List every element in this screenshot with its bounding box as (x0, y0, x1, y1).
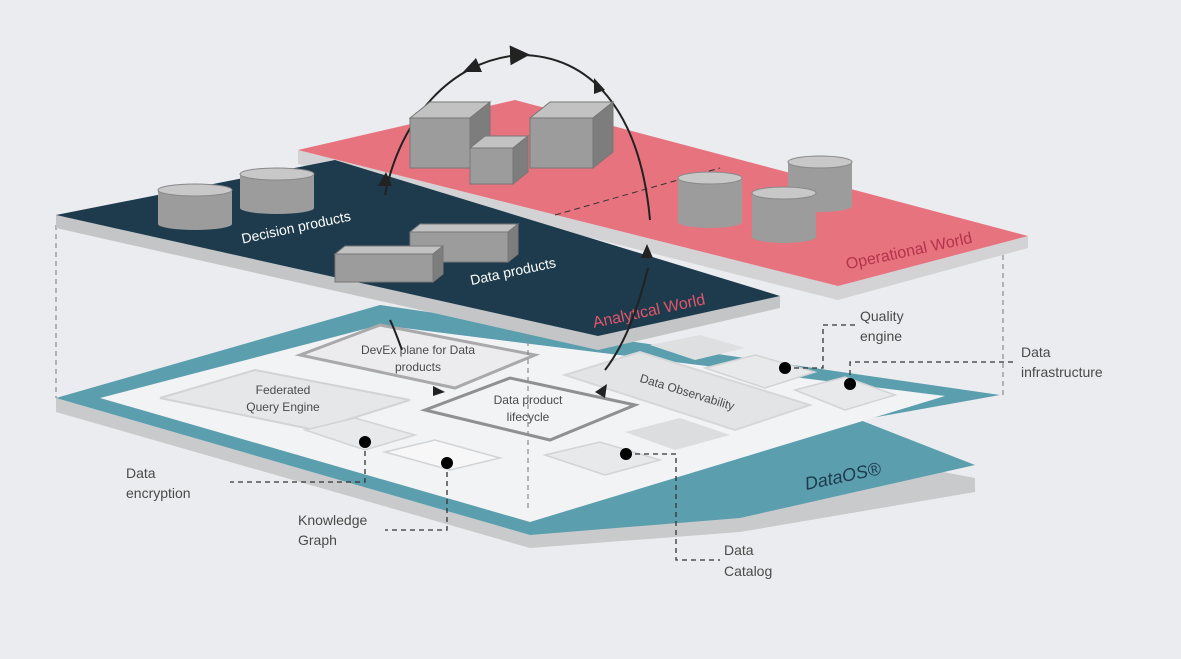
encryption-tile (302, 417, 418, 451)
lifecycle-arrowhead-right (595, 384, 607, 398)
federated-label-line1: Federated (256, 383, 311, 397)
analytical-cylinders (157, 167, 315, 230)
catalog-dot (620, 448, 632, 460)
operational-cylinders (677, 155, 853, 243)
arc-arrowhead-top-left (463, 58, 482, 72)
infra-label-line2: infrastructure (1021, 364, 1103, 380)
callout-lines (230, 324, 1015, 561)
knowledge-dot (441, 457, 453, 469)
arc-arrowhead-top-right (594, 78, 605, 94)
gray-tile-2 (625, 418, 730, 450)
encryption-label-line2: encryption (126, 485, 191, 501)
catalog-label-line1: Data (724, 542, 754, 558)
devex-label-line1: DevEx plane for Data (361, 343, 475, 357)
observability-module (561, 350, 814, 432)
database-cylinder-icon (751, 186, 817, 243)
database-cylinder-icon (157, 183, 233, 230)
encryption-dot (359, 436, 371, 448)
quality-label-line2: engine (860, 328, 902, 344)
cube-icon (468, 134, 530, 186)
encryption-label-line1: Data (126, 465, 156, 481)
database-cylinder-icon (677, 171, 743, 228)
quality-tile (702, 354, 818, 389)
catalog-label-line2: Catalog (724, 563, 772, 579)
gray-tile-1 (650, 335, 745, 360)
analytical-data-blocks (333, 222, 520, 284)
devex-label-line2: products (395, 360, 441, 374)
quality-label-line1: Quality (860, 308, 904, 324)
federated-query-module (159, 368, 411, 432)
data-block-icon (333, 244, 445, 284)
infra-label-line1: Data (1021, 344, 1051, 360)
devex-plane-module (294, 323, 541, 390)
catalog-tile (542, 441, 663, 476)
cube-icon (528, 100, 615, 170)
database-cylinder-icon (239, 167, 315, 214)
knowledge-tile (382, 439, 503, 471)
lifecycle-module (419, 376, 641, 442)
knowledge-label-line2: Graph (298, 532, 337, 548)
arc-arrowhead-left (378, 172, 392, 186)
knowledge-label-line1: Knowledge (298, 512, 367, 528)
infra-tile (792, 376, 898, 411)
arc-arrowhead-right (641, 244, 653, 258)
lifecycle-arrowhead-left (433, 386, 445, 396)
dataos-platform-layer: DevEx plane for Data products Federated … (56, 305, 1000, 548)
quality-dot (779, 362, 791, 374)
callout-dots (359, 362, 856, 469)
infrastructure-dot (844, 378, 856, 390)
federated-label-line2: Query Engine (246, 400, 320, 414)
operational-cubes (408, 100, 615, 186)
